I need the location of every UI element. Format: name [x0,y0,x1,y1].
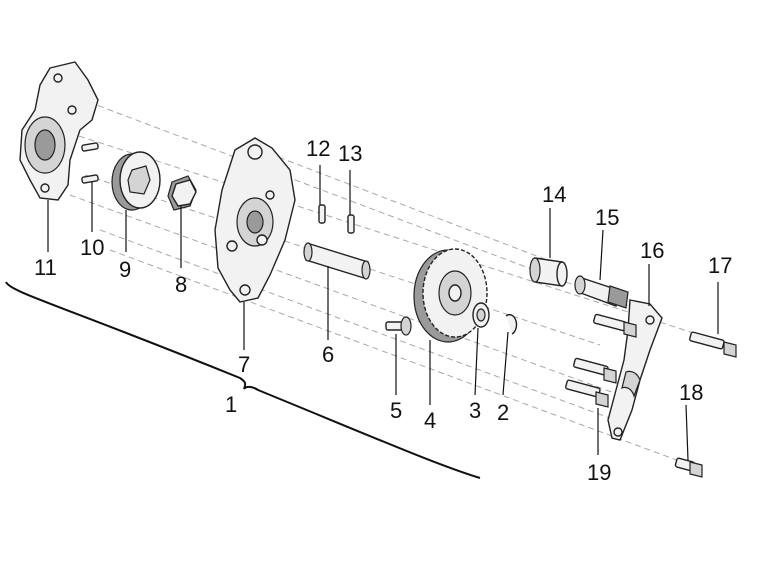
callout-6: 6 [322,342,334,367]
callout-4: 4 [424,408,436,433]
part-18-bolt [674,457,703,478]
callout-17: 17 [708,253,732,278]
callout-19: 19 [587,460,611,485]
part-13-pin [347,214,355,234]
part-4-gear [413,248,488,343]
part-2-circlip [505,313,518,335]
part-9-outer-rotor [111,151,161,211]
callout-7: 7 [238,352,250,377]
callout-13: 13 [338,141,362,166]
part-8-inner-rotor [167,175,197,211]
part-11-pump-cover [19,61,99,201]
part-19-bolts [565,313,637,408]
callout-5: 5 [390,398,402,423]
part-10-dowel-pins [81,142,99,184]
part-6-shaft [303,242,371,280]
callout-16: 16 [640,238,664,263]
part-7-pump-housing [214,137,296,303]
callout-1: 1 [225,392,237,417]
part-5-bolt [385,316,412,336]
callout-12: 12 [306,136,330,161]
assembly-brace [5,281,481,479]
callout-18: 18 [679,380,703,405]
callout-10: 10 [80,235,104,260]
part-16-cover-plate [607,299,663,441]
callout-15: 15 [595,205,619,230]
callout-labels: 1 2 3 4 5 6 7 8 9 10 11 12 13 14 15 16 1… [34,136,732,485]
part-14-sleeve [529,257,568,287]
callout-14: 14 [542,182,566,207]
assembly-axis-lines [59,94,701,466]
callout-11: 11 [34,255,57,280]
leader-lines [47,165,719,461]
part-17-bolt [689,331,737,358]
part-15-relief-valve [574,275,629,309]
callout-2: 2 [497,400,509,425]
part-3-washer [472,302,490,328]
callout-9: 9 [119,257,131,282]
callout-3: 3 [469,398,481,423]
part-12-pin [318,204,326,224]
callout-8: 8 [175,272,187,297]
